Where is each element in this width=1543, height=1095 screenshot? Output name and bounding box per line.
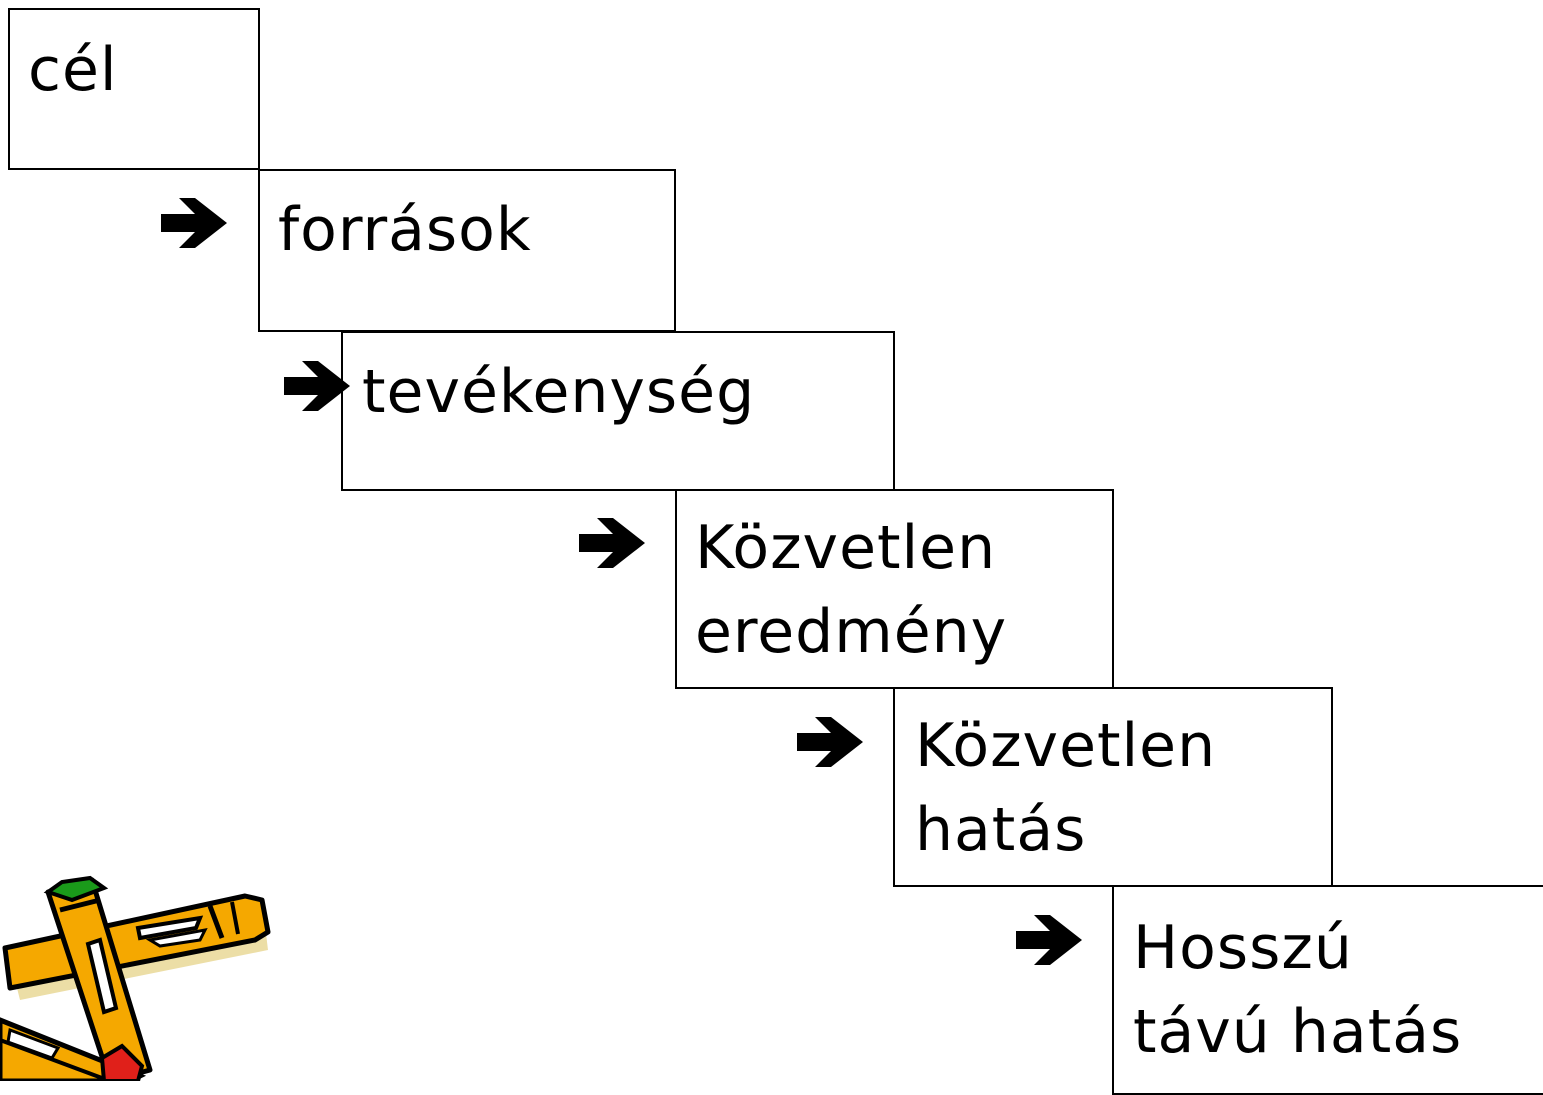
right-arrow-icon xyxy=(579,518,645,568)
right-arrow-icon xyxy=(797,717,863,767)
right-arrow-icon xyxy=(161,198,227,248)
step-box-cel xyxy=(8,8,260,170)
step-box-tevekenyseg xyxy=(341,331,895,491)
step-label-tevekenyseg: tevékenység xyxy=(362,357,756,427)
pencils-clipart-icon xyxy=(0,875,271,1081)
green-eraser xyxy=(43,875,109,903)
step-label-forrasok: források xyxy=(278,195,532,265)
step-label-hosszu-tavu-hatas: Hosszú távú hatás xyxy=(1133,913,1463,1067)
step-label-cel: cél xyxy=(28,35,118,105)
right-arrow-icon xyxy=(284,361,350,411)
right-arrow-icon xyxy=(1016,915,1082,965)
step-label-kozvetlen-eredmeny: Közvetlen eredmény xyxy=(695,513,1008,667)
red-eraser xyxy=(99,1043,145,1081)
step-label-kozvetlen-hatas: Közvetlen hatás xyxy=(915,711,1217,865)
